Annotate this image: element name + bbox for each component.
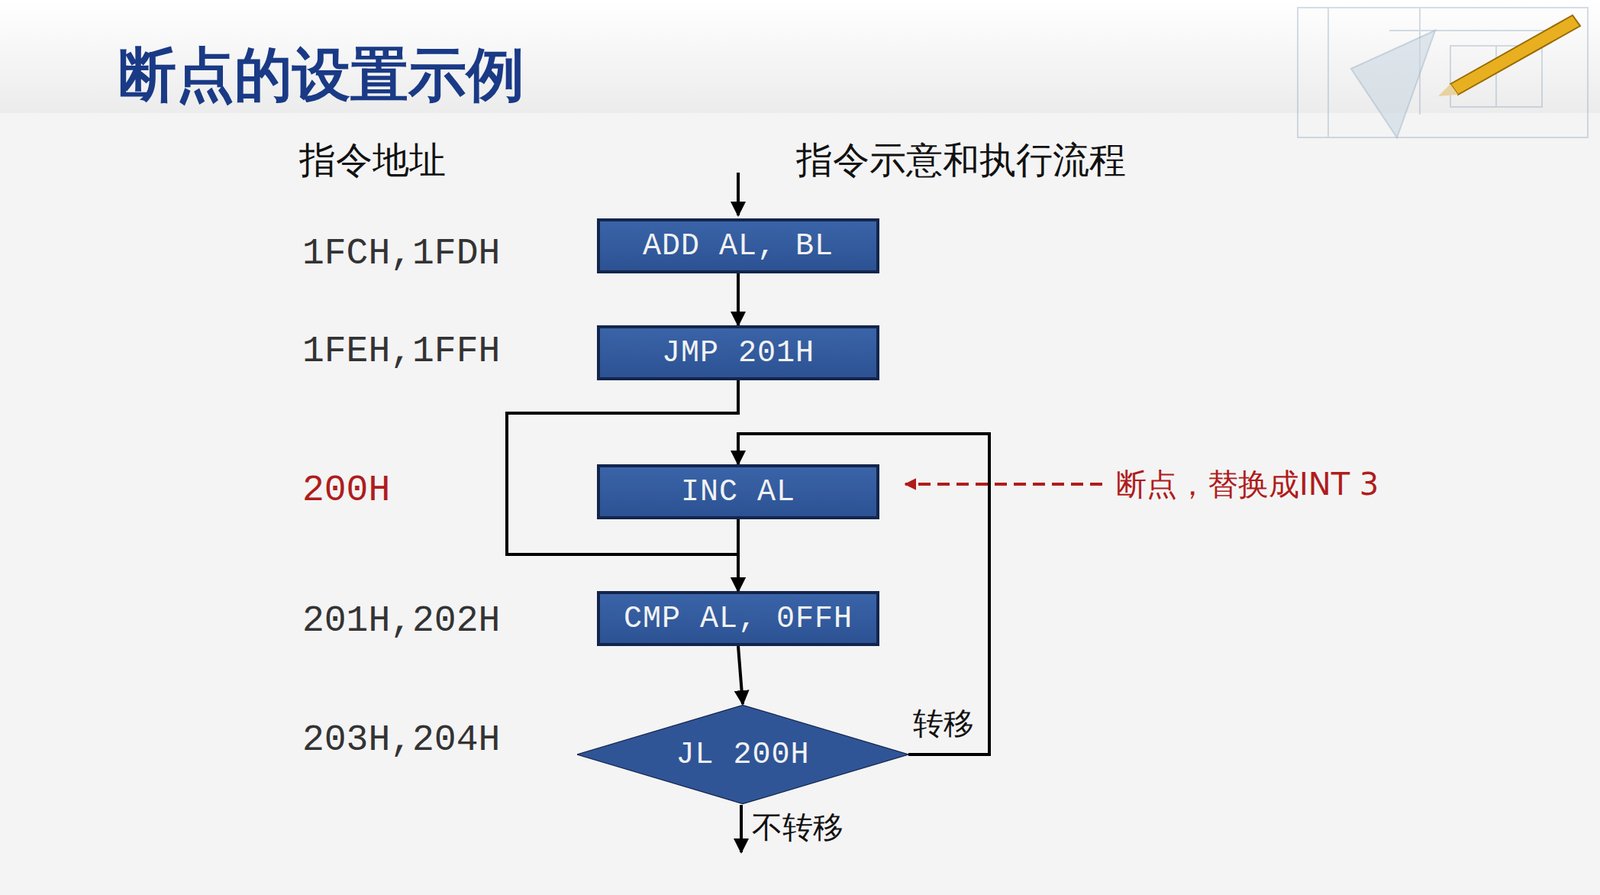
instruction-text: JL 200H: [675, 737, 810, 772]
exit-arrow: [739, 804, 743, 852]
address-label: 1FEH,1FFH: [302, 330, 500, 372]
address-label: 200H: [302, 469, 391, 511]
slide-title: 断点的设置示例: [118, 36, 525, 116]
instruction-text: CMP AL, 0FFH: [623, 601, 853, 636]
diamond-shape: [577, 704, 909, 804]
process-box: JMP 201H: [596, 325, 880, 381]
instruction-text: ADD AL, BL: [642, 229, 834, 264]
process-box: ADD AL, BL: [596, 218, 880, 274]
edge-label: 转移: [911, 702, 976, 745]
branch-label: 不转移: [751, 806, 844, 849]
address-label: 201H,202H: [302, 600, 500, 642]
column-heading: 指令示意和执行流程: [796, 135, 1126, 185]
address-label: 203H,204H: [302, 719, 500, 761]
instruction-text: INC AL: [680, 474, 796, 510]
instruction-text: JMP 201H: [661, 335, 815, 371]
entry-arrow: [736, 172, 740, 216]
column-heading: 指令地址: [299, 135, 446, 185]
flow-connector: [738, 645, 743, 704]
process-box: INC AL: [596, 464, 880, 520]
flow-connector: [736, 519, 740, 591]
breakpoint-callout: 断点，替换成INT 3: [1116, 463, 1379, 506]
process-box: CMP AL, 0FFH: [596, 590, 880, 646]
address-label: 1FCH,1FDH: [302, 232, 500, 275]
callout-arrow: [905, 482, 1103, 486]
decision-diamond: JL 200H: [577, 703, 909, 805]
flow-connector: [736, 273, 740, 326]
